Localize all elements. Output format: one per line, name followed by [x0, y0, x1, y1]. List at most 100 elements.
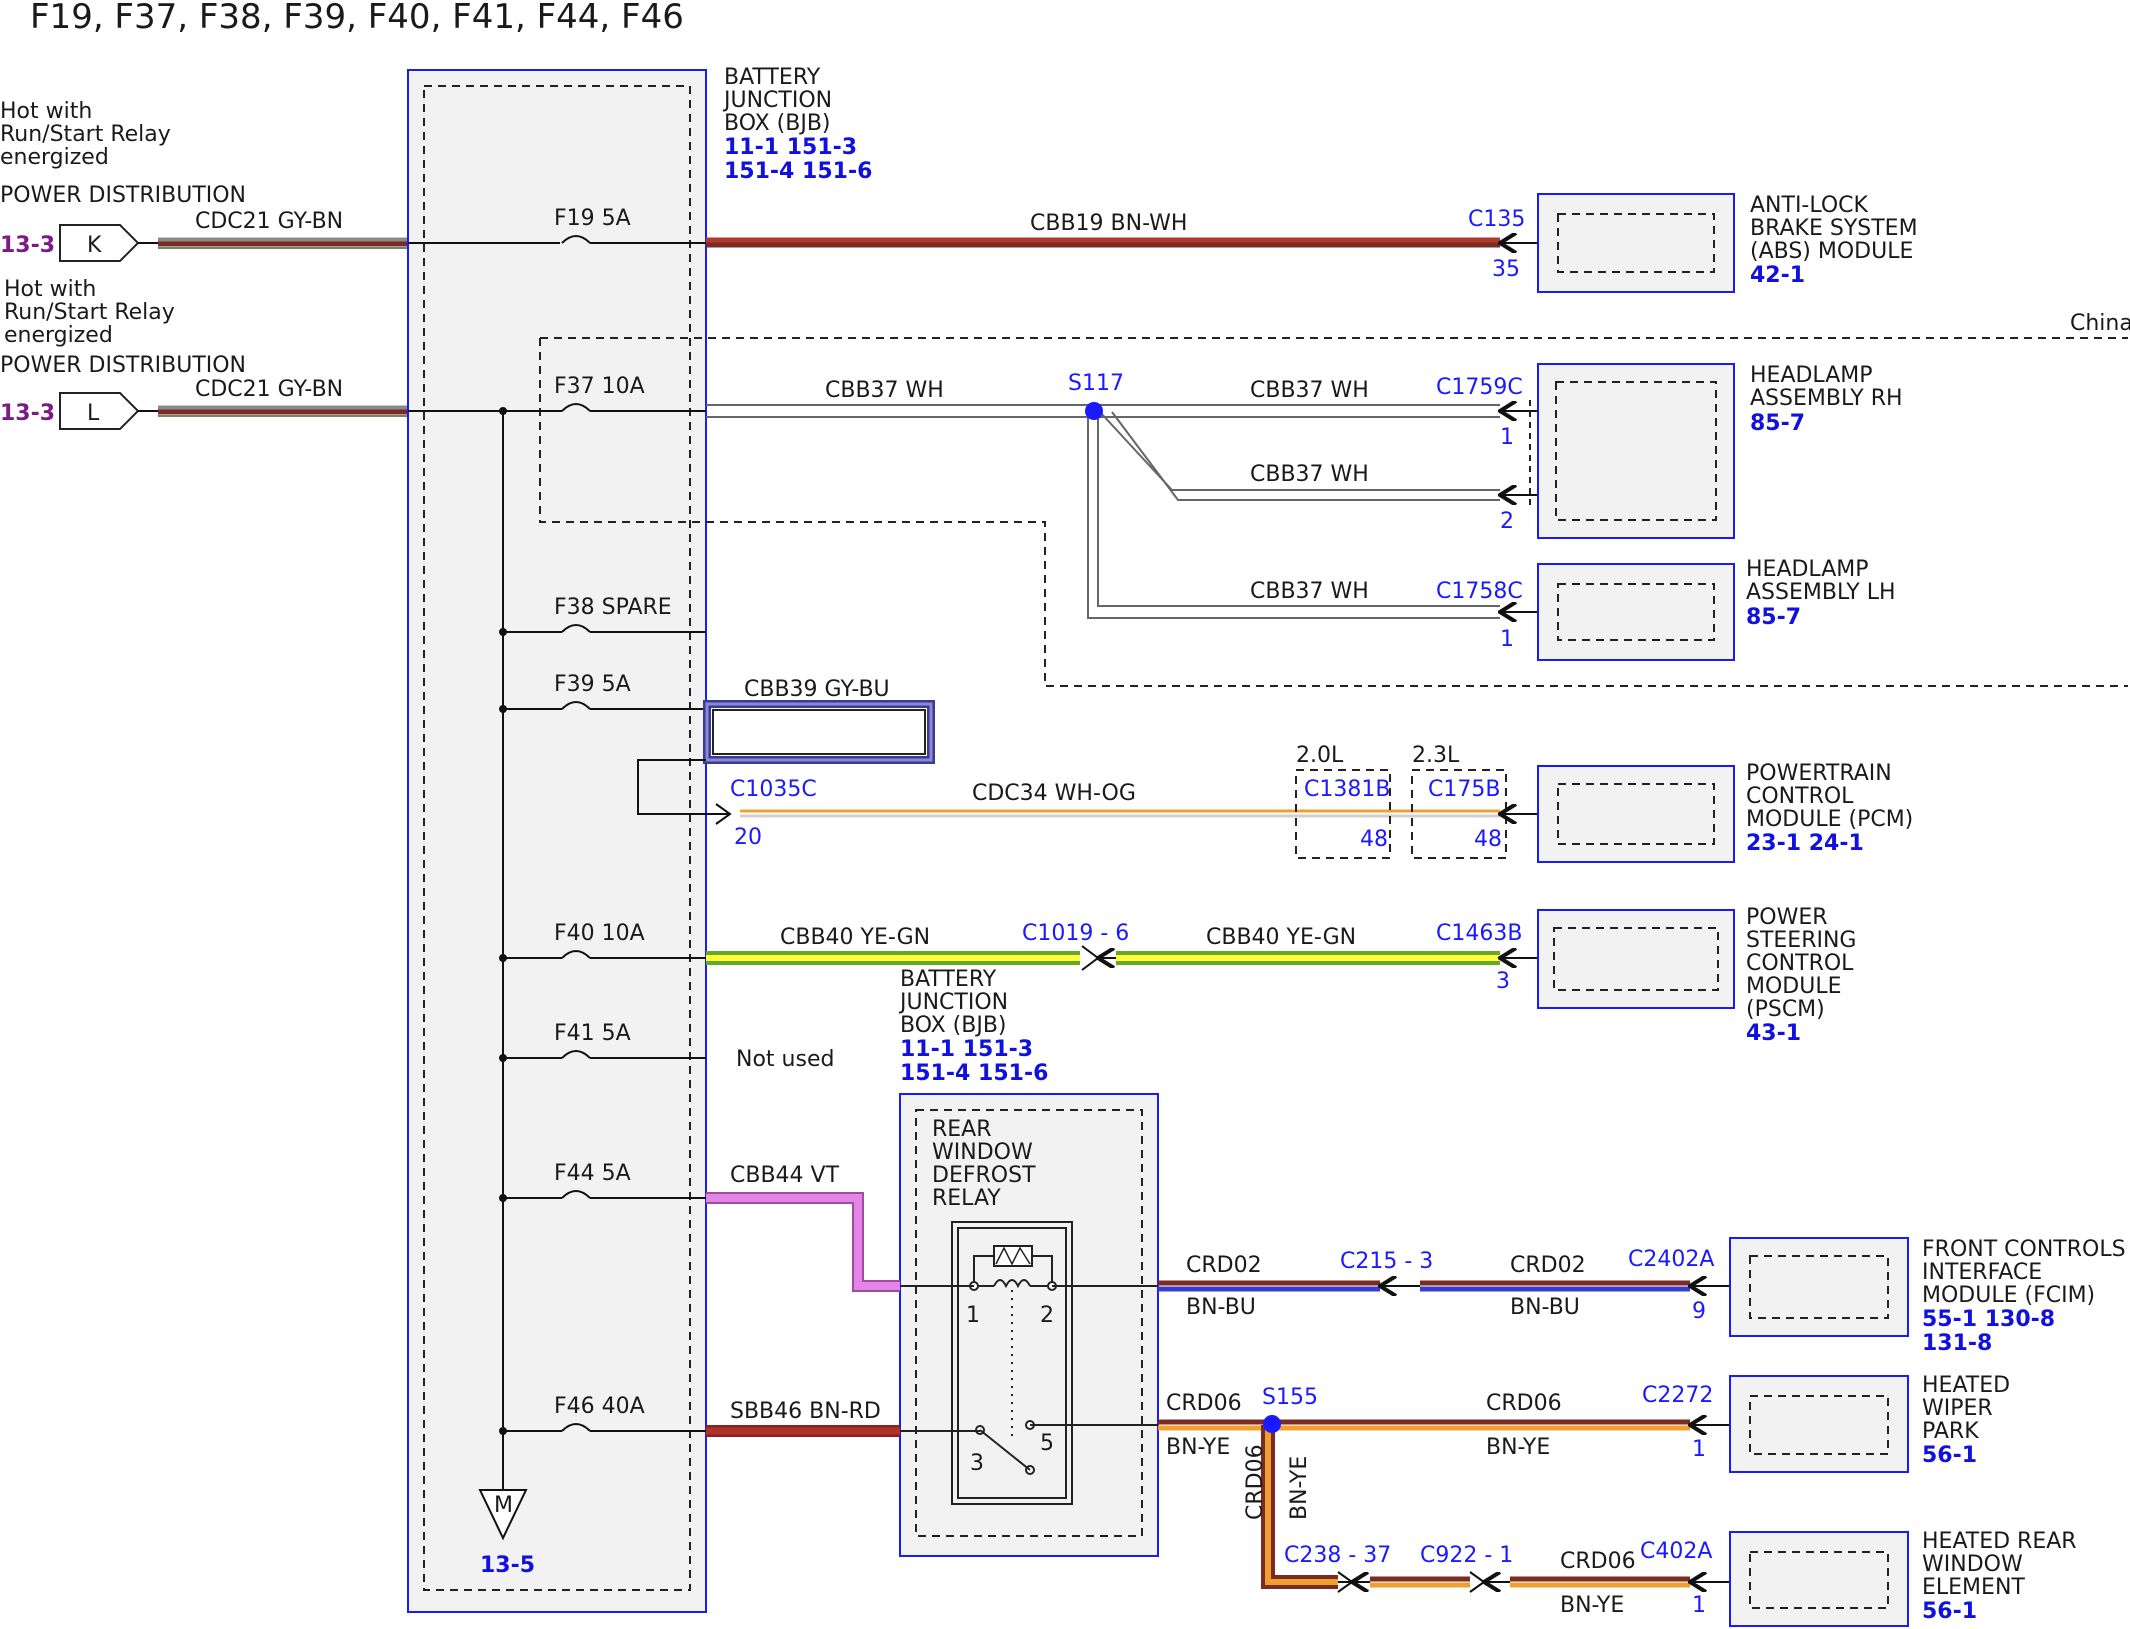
wiper-module: HEATED WIPER PARK 56-1 [1729, 1373, 2010, 1473]
c1035c: C1035C [730, 777, 817, 802]
bnbu-label-1: BN-BU [1186, 1295, 1256, 1320]
pin-l-shape [59, 392, 140, 430]
c922: C922 - 1 [1420, 1543, 1513, 1568]
rear-window-module: HEATED REAR WINDOW ELEMENT 56-1 [1729, 1529, 2077, 1627]
fcim-l1: FRONT CONTROLS [1922, 1237, 2126, 1262]
crd02-label-1: CRD02 [1186, 1253, 1262, 1278]
relay-l4: RELAY [932, 1186, 1001, 1211]
wire-crd06: CRD06 BN-YE CRD06 BN-YE CRD06 BN-YE CRD0… [1030, 1391, 1730, 1618]
cdc34-feed [637, 759, 730, 815]
pcm-ref: 23-1 24-1 [1746, 831, 1864, 856]
bnye-label-2: BN-YE [1486, 1435, 1550, 1460]
c1381b-pin: 48 [1360, 827, 1388, 852]
crd02-label-2: CRD02 [1510, 1253, 1586, 1278]
relay-l2: WINDOW [932, 1140, 1033, 1165]
wire-cbb37 [706, 404, 1500, 619]
fcim-module: FRONT CONTROLS INTERFACE MODULE (FCIM) 5… [1729, 1237, 2126, 1356]
c1463b-pin: 3 [1496, 969, 1510, 994]
crd06-vert-label: CRD06 [1243, 1444, 1268, 1520]
wire-cdc34: CDC34 WH-OG [740, 781, 1500, 818]
bjb-refs-2: 151-4 151-6 [724, 159, 872, 184]
fuse-f39-label: F39 5A [554, 672, 631, 697]
bjb2-r1: 11-1 151-3 [900, 1037, 1033, 1062]
c135-pin: 35 [1492, 257, 1520, 282]
c2402a: C2402A [1628, 1247, 1714, 1272]
crd06-label-1: CRD06 [1166, 1391, 1242, 1416]
wire-cbb39: CBB39 GY-BU [703, 677, 935, 764]
hot-note-3b: energized [4, 323, 113, 348]
crd06-label-3: CRD06 [1560, 1549, 1636, 1574]
pcm-module: POWERTRAIN CONTROL MODULE (PCM) 23-1 24-… [1537, 761, 1913, 863]
c1463b: C1463B [1436, 921, 1522, 946]
bnye-label-1: BN-YE [1166, 1435, 1230, 1460]
power-dist-label-b: POWER DISTRIBUTION [0, 353, 246, 378]
relay-pin1: 1 [966, 1303, 980, 1328]
not-used-label: Not used [736, 1047, 834, 1072]
bjb-box: BATTERY JUNCTION BOX (BJB) 11-1 151-3 15… [407, 65, 872, 1613]
fuse-f19-label: F19 5A [554, 206, 631, 231]
c215: C215 - 3 [1340, 1249, 1433, 1274]
crd06-label-2: CRD06 [1486, 1391, 1562, 1416]
wire-cbb40: CBB40 YE-GN CBB40 YE-GN [706, 925, 1500, 971]
cbb37-label-3: CBB37 WH [1250, 462, 1369, 487]
wire-cbb44: CBB44 VT [706, 1163, 974, 1292]
ground-ref: 13-5 [480, 1553, 535, 1578]
hot-note-2: Run/Start Relay [0, 122, 171, 147]
page-title: F19, F37, F38, F39, F40, F41, F44, F46 [30, 0, 684, 37]
splice-s155 [1263, 1415, 1281, 1433]
cbb44-label: CBB44 VT [730, 1163, 840, 1188]
c1758c: C1758C [1436, 579, 1523, 604]
c1759c-pin1: 1 [1500, 425, 1514, 450]
pscm-l4: MODULE [1746, 974, 1842, 999]
fcim-ref: 55-1 130-8 [1922, 1307, 2055, 1332]
relay-pin5: 5 [1040, 1431, 1054, 1456]
wiper-l2: WIPER [1922, 1396, 1993, 1421]
rear-ref: 56-1 [1922, 1599, 1977, 1624]
hlrh-ref: 85-7 [1750, 411, 1805, 436]
fcim-ref2: 131-8 [1922, 1331, 1992, 1356]
pscm-module: POWER STEERING CONTROL MODULE (PSCM) 43-… [1537, 905, 1856, 1046]
c1035c-pin: 20 [734, 825, 762, 850]
hlrh-l1: HEADLAMP [1750, 363, 1873, 388]
c1759c: C1759C [1436, 375, 1523, 400]
ground-symbol [478, 1489, 528, 1541]
c2402a-pin: 9 [1692, 1299, 1706, 1324]
abs-l2: BRAKE SYSTEM [1750, 216, 1918, 241]
sbb46-label: SBB46 BN-RD [730, 1399, 881, 1424]
splice-s117 [1085, 402, 1103, 420]
wiper-l1: HEATED [1922, 1373, 2010, 1398]
fuse-f40: F40 10A [503, 921, 706, 959]
fcim-l3: MODULE (FCIM) [1922, 1283, 2095, 1308]
source-l: Hot with Run/Start Relay energized POWER… [0, 277, 408, 430]
ref-13-3: 13-3 [0, 233, 55, 258]
ref-13-3-b: 13-3 [0, 401, 55, 426]
c2272: C2272 [1642, 1383, 1713, 1408]
wire-cdc21-top: CDC21 GY-BN [195, 209, 343, 234]
pcm-l2: CONTROL [1746, 784, 1854, 809]
hllh-ref: 85-7 [1746, 605, 1801, 630]
c1381b: C1381B [1304, 777, 1390, 802]
hot-note-1: Hot with [0, 99, 92, 124]
headlamp-rh: HEADLAMP ASSEMBLY RH 85-7 [1537, 363, 1903, 539]
fuse-f44-label: F44 5A [554, 1161, 631, 1186]
relay-pin3: 3 [970, 1451, 984, 1476]
wire-sbb46: SBB46 BN-RD [706, 1399, 980, 1437]
fuse-f39: F39 5A [503, 672, 706, 710]
v20-label: 2.0L [1296, 743, 1344, 768]
bnye-vert-label: BN-YE [1287, 1456, 1312, 1520]
cbb40-label-1: CBB40 YE-GN [780, 925, 930, 950]
abs-module: ANTI-LOCK BRAKE SYSTEM (ABS) MODULE 42-1 [1537, 193, 1918, 293]
relay-l3: DEFROST [932, 1163, 1036, 1188]
relay-box: REAR WINDOW DEFROST RELAY 1 2 3 5 [899, 1093, 1159, 1557]
fuse-f38-label: F38 SPARE [554, 595, 672, 620]
bjb-label-1: BATTERY [724, 65, 821, 90]
pscm-l2: STEERING [1746, 928, 1856, 953]
fuse-f37: F37 10A [503, 374, 706, 412]
c175b-pin: 48 [1474, 827, 1502, 852]
bjb-label-3: BOX (BJB) [724, 111, 831, 136]
hllh-l1: HEADLAMP [1746, 557, 1869, 582]
hot-note-1b: Hot with [4, 277, 96, 302]
relay-l1: REAR [932, 1117, 992, 1142]
relay-pin2: 2 [1040, 1303, 1054, 1328]
pscm-l5: (PSCM) [1746, 997, 1825, 1022]
